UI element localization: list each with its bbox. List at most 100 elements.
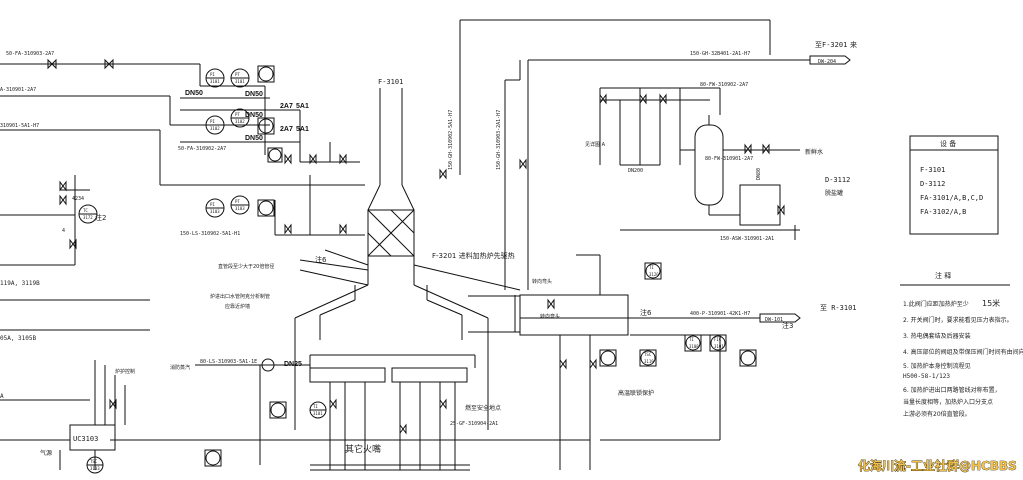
dn50-label-2: DN50 — [245, 91, 263, 98]
svg-text:PT: PT — [235, 112, 240, 117]
left-a-label: A — [0, 393, 4, 400]
burner-ctrl-label: 炉护控制 — [115, 368, 135, 375]
spec-2a7-label-1: 2A7 — [280, 103, 293, 110]
line-tag-mid-1: 50-FA-310902-2A7 — [178, 146, 226, 152]
note-6b-label: 注6 — [640, 308, 652, 317]
note-line: 1.此阀门应距加热炉至少 — [903, 300, 969, 308]
dw101-label: DW-101 — [765, 317, 783, 323]
line-tag-vertical-2: 150-GH-310903-2A1-H7 — [496, 110, 502, 170]
svg-text:3119: 3119 — [644, 359, 654, 364]
equipment-item: F-3101 — [920, 166, 945, 174]
thermo-note-label: 直管段至少大于20倍管径 — [218, 263, 274, 270]
note-2-label: 注2 — [95, 213, 106, 222]
to-f3201-label: 至F-3201 — [815, 41, 847, 49]
left-105-label: 05A, 3105B — [0, 335, 37, 342]
f3201-note-label: F-3201 进料加热炉先驱热 — [432, 251, 515, 260]
line-tag-mid-2: 150-LS-310902-5A1-H1 — [180, 231, 240, 237]
uc3103-label: UC3103 — [73, 435, 98, 443]
val-4-label: 4 — [62, 228, 65, 234]
spec-5a1-label-2: 5A1 — [296, 126, 309, 133]
svg-text:3101: 3101 — [210, 79, 220, 84]
note-line: 6. 加热炉进出口两路管线对称布置， — [903, 386, 1001, 394]
stack-label: F-3101 — [378, 78, 403, 86]
line-tag-vertical-1: 150-GH-310902-5A1-H7 — [448, 110, 454, 170]
line-labels: 50-FA-310903-2A7 A-310901-2A7 310901-5A1… — [0, 51, 774, 427]
instrument-bubbles — [78, 65, 757, 474]
svg-text:TI: TI — [689, 337, 694, 342]
come-label: 来 — [850, 41, 857, 49]
dn50-label-4: DN50 — [245, 135, 263, 142]
dn50-label-3: DN50 — [245, 112, 263, 119]
annotation-labels: 注2 注3 注6 注6 见详图 A 转向弯头 转向弯头 直管段至少大于20倍管径… — [0, 141, 793, 457]
note-line: 4. 高压部位的阀组及带保压阀门时间有由间向加接件。 — [903, 348, 1023, 356]
freshwater-label: 新鲜水 — [805, 148, 823, 156]
furnace-gas-label: 燃至安全地点 — [465, 404, 501, 412]
spec-2a7-label-2: 2A7 — [280, 126, 293, 133]
dw204-label: DW-204 — [818, 59, 836, 65]
val-4234-label: 4234 — [72, 196, 84, 202]
equipment-item: D-3112 — [920, 180, 945, 188]
note-line: 当量长度相等，加热炉入口分支点 — [903, 398, 993, 406]
other-nozzle-label: 其它火嘴 — [345, 443, 381, 455]
svg-text:3103: 3103 — [210, 209, 220, 214]
svg-text:3103: 3103 — [235, 206, 245, 211]
process-lines — [0, 19, 851, 471]
svg-text:PI: PI — [210, 202, 215, 207]
svg-text:PI: PI — [210, 119, 215, 124]
equipment-labels: F-3101 至F-3201 来 DW-204 至 R-3101 DW-101 … — [378, 41, 857, 323]
note-6a-label: 注6 — [315, 255, 327, 264]
note-line: H500-58-1/123 — [903, 373, 950, 380]
svg-text:3103: 3103 — [90, 466, 100, 471]
spec-5a1-label-1: 5A1 — [296, 103, 309, 110]
svg-text:3102: 3102 — [235, 119, 245, 124]
right-15m-label: 15米 — [982, 298, 1000, 308]
d3112-sub-label: 脱盐罐 — [825, 189, 843, 197]
svg-text:TI: TI — [649, 265, 654, 270]
note-line: 3. 热电偶套结及后器安装 — [903, 332, 971, 340]
turn-head-1-label: 转向弯头 — [532, 278, 552, 285]
line-tag-left-1: A-310901-2A7 — [0, 87, 36, 93]
size-labels: DN50 DN50 DN50 DN50 2A7 2A7 5A1 5A1 DN25… — [185, 90, 762, 368]
svg-text:PI: PI — [210, 72, 215, 77]
svg-text:3172: 3172 — [83, 215, 93, 220]
svg-text:FIC: FIC — [714, 337, 722, 342]
to-r3101-label: 至 R-3101 — [820, 304, 857, 312]
equipment-item: FA-3101/A,B,C,D — [920, 194, 983, 202]
heater-note-2-label: 应靠近炉墙 — [225, 303, 250, 310]
notes-block: 注 释 1.此阀门应距加热炉至少 15米 2. 开关阀门时，要求能看见压力表指示… — [900, 271, 1023, 418]
svg-text:TSC: TSC — [90, 459, 98, 464]
svg-text:3101: 3101 — [313, 411, 323, 416]
watermark-text: 化海川流-工业社群@HCBBS — [858, 458, 1017, 473]
notes-title: 注 释 — [935, 271, 951, 280]
dn80-label: DN80 — [756, 168, 762, 180]
line-tag-right-low: 80-FW-310901-2A7 — [705, 156, 753, 162]
gas-source-label: 气源 — [40, 449, 52, 457]
burner-fuel-label: 消防蒸汽 — [170, 364, 190, 371]
svg-text:3101: 3101 — [235, 79, 245, 84]
svg-text:TI: TI — [313, 404, 318, 409]
svg-text:3120: 3120 — [649, 272, 659, 277]
dn200-label: DN200 — [628, 168, 643, 174]
svg-text:PT: PT — [235, 199, 240, 204]
left-119-label: 119A, 3119B — [0, 280, 40, 287]
equipment-item: FA-3102/A,B — [920, 208, 966, 216]
svg-text:TC: TC — [83, 208, 88, 213]
guide-a-label: 见详图 A — [585, 141, 606, 148]
turn-head-2-label: 转向弯头 — [540, 313, 560, 320]
line-tag-left-2: 310901-5A1-H7 — [0, 123, 39, 129]
line-tag-outlet: 400-P-310901-42K1-H7 — [690, 311, 750, 317]
heater-note-1-label: 炉进出口水管阿克分析制管 — [210, 293, 270, 300]
equipment-list-box: 设 备 F-3101 D-3112 FA-3101/A,B,C,D FA-310… — [909, 135, 999, 235]
high-temp-label: 高温联锁保护 — [618, 389, 654, 397]
svg-text:TSC: TSC — [644, 352, 652, 357]
instrument-tags: PI 3101 PT 3101 PI 3102 PT 3102 PI 3103 … — [83, 72, 724, 471]
note-3-label: 注3 — [782, 321, 793, 330]
dn50-label-1: DN50 — [185, 90, 203, 97]
valves — [47, 58, 785, 435]
line-tag-fuel-gas: 80-LS-310903-5A1-1E — [200, 359, 257, 365]
line-tag-bottom-right: 150-ASW-310901-2A1 — [720, 236, 774, 242]
equipment-box-title: 设 备 — [940, 139, 956, 148]
line-tag-top-right: 150-GH-32B401-2A1-H7 — [690, 51, 750, 57]
